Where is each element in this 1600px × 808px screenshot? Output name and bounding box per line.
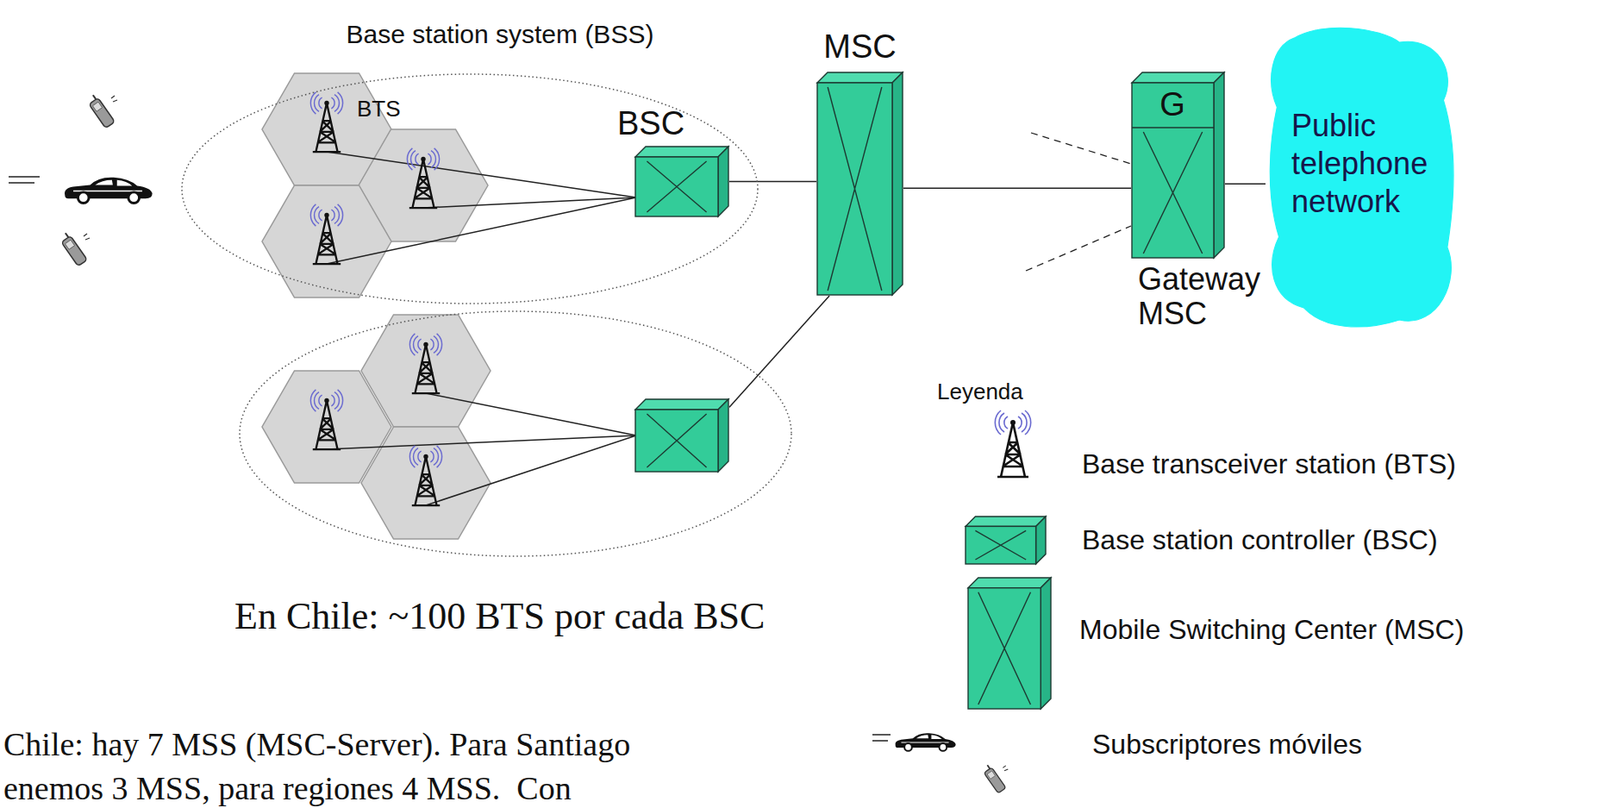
gateway-msc-box: GGateway MSC	[1131, 71, 1225, 259]
bsc-box-shape	[634, 145, 730, 218]
legend-text: Base station controller (BSC)	[1081, 524, 1438, 557]
dashed-link	[1025, 225, 1132, 271]
box-front	[965, 525, 1037, 564]
box-side	[718, 146, 729, 217]
bts-tower	[310, 389, 343, 450]
legend-text: Mobile Switching Center (MSC)	[1079, 613, 1464, 646]
node-text: G	[1159, 86, 1186, 125]
bts-label: BTS	[356, 96, 401, 123]
box-side	[1040, 577, 1051, 709]
bsc-box: BSC	[634, 145, 730, 218]
car-icon	[64, 177, 153, 204]
bts-tower	[310, 92, 343, 152]
bts-link	[425, 435, 637, 506]
phone-icon	[58, 231, 90, 267]
box-top	[817, 72, 903, 83]
box-top	[635, 146, 729, 157]
legend-text: Subscriptores móviles	[1092, 728, 1363, 761]
bts-link	[425, 393, 637, 436]
bts-tower	[409, 445, 442, 506]
box-side	[1036, 516, 1046, 564]
legend-car-icon	[894, 732, 956, 751]
legend-msc-icon	[968, 577, 1051, 709]
switch-cross	[978, 592, 1032, 705]
note-text: enemos 3 MSS, para regiones 4 MSS. Con	[3, 769, 572, 807]
speed-lines	[872, 734, 891, 741]
link-line	[1225, 182, 1266, 185]
node-text: BSC	[617, 105, 685, 144]
switch-box	[635, 146, 729, 217]
bss-region: Base station system (BSS)BSC	[181, 73, 759, 305]
bts-link	[326, 197, 637, 264]
link-line	[729, 295, 830, 407]
phone-icon	[86, 93, 118, 129]
legend-bsc-icon	[965, 516, 1046, 564]
box-top	[965, 516, 1046, 526]
bts-tower	[409, 333, 442, 394]
node-text: Base station system (BSS)	[346, 19, 655, 50]
bsc-box-shape	[634, 398, 730, 473]
box-front	[635, 156, 719, 217]
box-side	[718, 399, 729, 472]
node-text: Gateway MSC	[1137, 262, 1285, 332]
switch-cross	[646, 161, 707, 213]
box-front	[1131, 82, 1214, 258]
bss-outline	[181, 74, 758, 304]
cell-hexagon	[361, 426, 491, 539]
dashed-link	[1031, 132, 1132, 164]
legend-text: Base transceiver station (BTS)	[1081, 448, 1457, 481]
switch-box	[817, 72, 903, 295]
switch-cross	[646, 413, 707, 468]
msc-box-shape	[816, 71, 904, 296]
box-front	[817, 82, 893, 295]
bsc-box	[634, 398, 730, 473]
bts-tower	[406, 148, 439, 208]
link-line	[729, 181, 817, 183]
box-front	[635, 409, 719, 472]
switch-box	[635, 399, 729, 472]
switch-cross	[975, 530, 1026, 560]
msc-box: MSC	[816, 71, 904, 296]
node-text: Public telephone network	[1291, 106, 1437, 221]
box-top	[635, 399, 729, 410]
box-top	[968, 577, 1051, 588]
box-divider	[1131, 126, 1214, 128]
note-text: Chile: hay 7 MSS (MSC-Server). Para Sant…	[3, 725, 631, 763]
pstn-cloud: Public telephone network	[1265, 20, 1457, 332]
speed-lines	[8, 176, 40, 183]
box-front	[968, 587, 1041, 709]
bts-tower	[310, 204, 343, 264]
box-top	[1131, 72, 1225, 83]
box-side	[1213, 72, 1225, 258]
cell-hexagon	[262, 185, 392, 298]
bts-link	[326, 151, 637, 198]
note-text: En Chile: ~100 BTS por cada BSC	[234, 594, 765, 639]
switch-cross	[1143, 131, 1202, 254]
box-side	[892, 72, 903, 295]
switch-box	[1131, 72, 1225, 258]
node-text: MSC	[823, 28, 896, 67]
legend-bts-icon	[994, 410, 1031, 477]
legend-heading: Leyenda	[937, 379, 1024, 406]
switch-cross	[827, 87, 882, 291]
legend-phone-icon	[981, 763, 1008, 794]
link-line	[903, 187, 1132, 189]
bts-link	[326, 435, 637, 450]
bts-link	[423, 197, 637, 208]
cloud-outline	[1269, 27, 1454, 327]
bss-outline	[239, 311, 792, 557]
